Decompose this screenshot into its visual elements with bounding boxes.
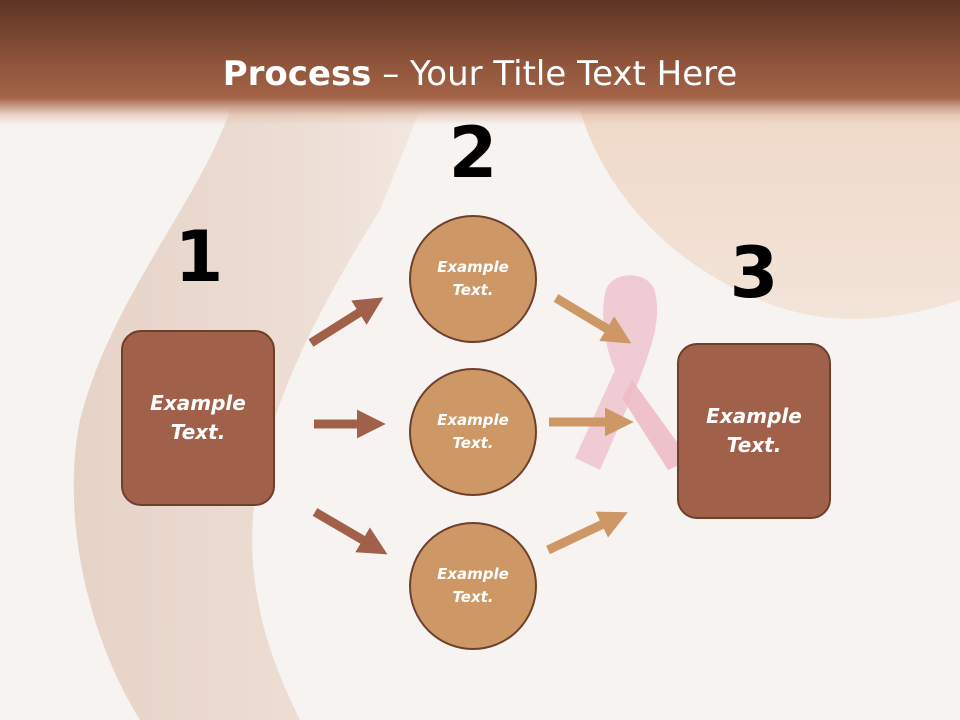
- step-number-1: 1: [174, 216, 224, 298]
- step-number-3: 3: [729, 232, 779, 314]
- circle-text-bottom: Example Text.: [437, 565, 509, 606]
- title-bold: Process: [222, 54, 372, 94]
- title-bar: [0, 0, 960, 125]
- step-2-circle-bottom: Example Text.: [409, 522, 537, 650]
- title-rest: – Your Title Text Here: [371, 54, 738, 94]
- circle-text-middle: Example Text.: [437, 411, 509, 452]
- page-title: Process – Your Title Text Here: [0, 52, 960, 96]
- step-2-circle-middle: Example Text.: [409, 368, 537, 496]
- step-3-box: Example Text.: [677, 343, 831, 519]
- step-2-circle-top: Example Text.: [409, 215, 537, 343]
- step-1-box: Example Text.: [121, 330, 275, 506]
- step-3-text: Example Text.: [706, 404, 802, 457]
- step-1-text: Example Text.: [150, 391, 246, 444]
- step-number-2: 2: [448, 112, 498, 194]
- circle-text-top: Example Text.: [437, 258, 509, 299]
